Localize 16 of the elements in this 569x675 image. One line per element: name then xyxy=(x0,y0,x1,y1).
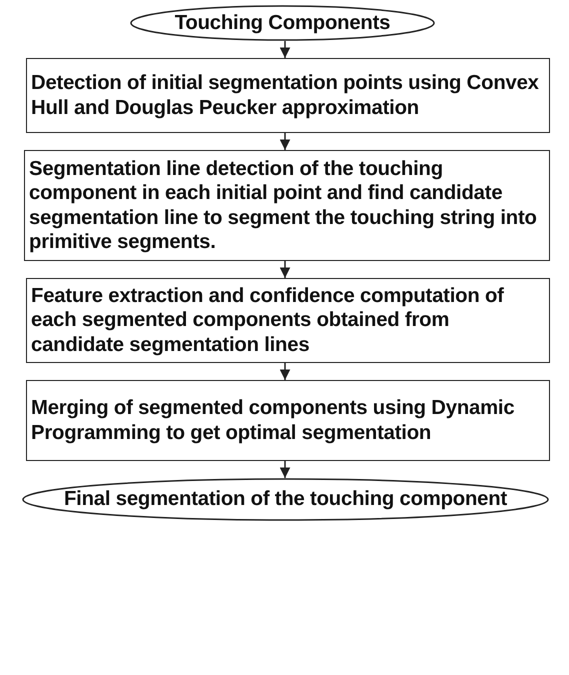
arrow xyxy=(280,363,290,380)
arrow xyxy=(280,261,290,278)
terminal-ellipse xyxy=(130,5,435,41)
node-text: Segmentation line detection of the touching component in each initial point and find candidate segmentation line to segment the touching string into primitive segments. xyxy=(29,156,538,254)
arrow xyxy=(280,41,290,58)
node-text: Detection of initial segmentation points using Convex Hull and Douglas Peucker approximation xyxy=(31,71,540,120)
terminal-ellipse xyxy=(22,478,549,521)
process-box xyxy=(26,380,550,461)
node-text: Final segmentation of the touching component xyxy=(64,487,507,512)
arrow xyxy=(280,133,290,150)
process-box xyxy=(26,58,550,133)
arrow xyxy=(280,461,290,478)
node-text: Feature extraction and confidence computation of each segmented components obtained from candidate segmentation lines xyxy=(31,284,505,358)
node-text: Merging of segmented components using Dynamic Programming to get optimal segmentation xyxy=(31,396,516,445)
process-box xyxy=(26,278,550,363)
node-text: Touching Components xyxy=(174,10,390,36)
